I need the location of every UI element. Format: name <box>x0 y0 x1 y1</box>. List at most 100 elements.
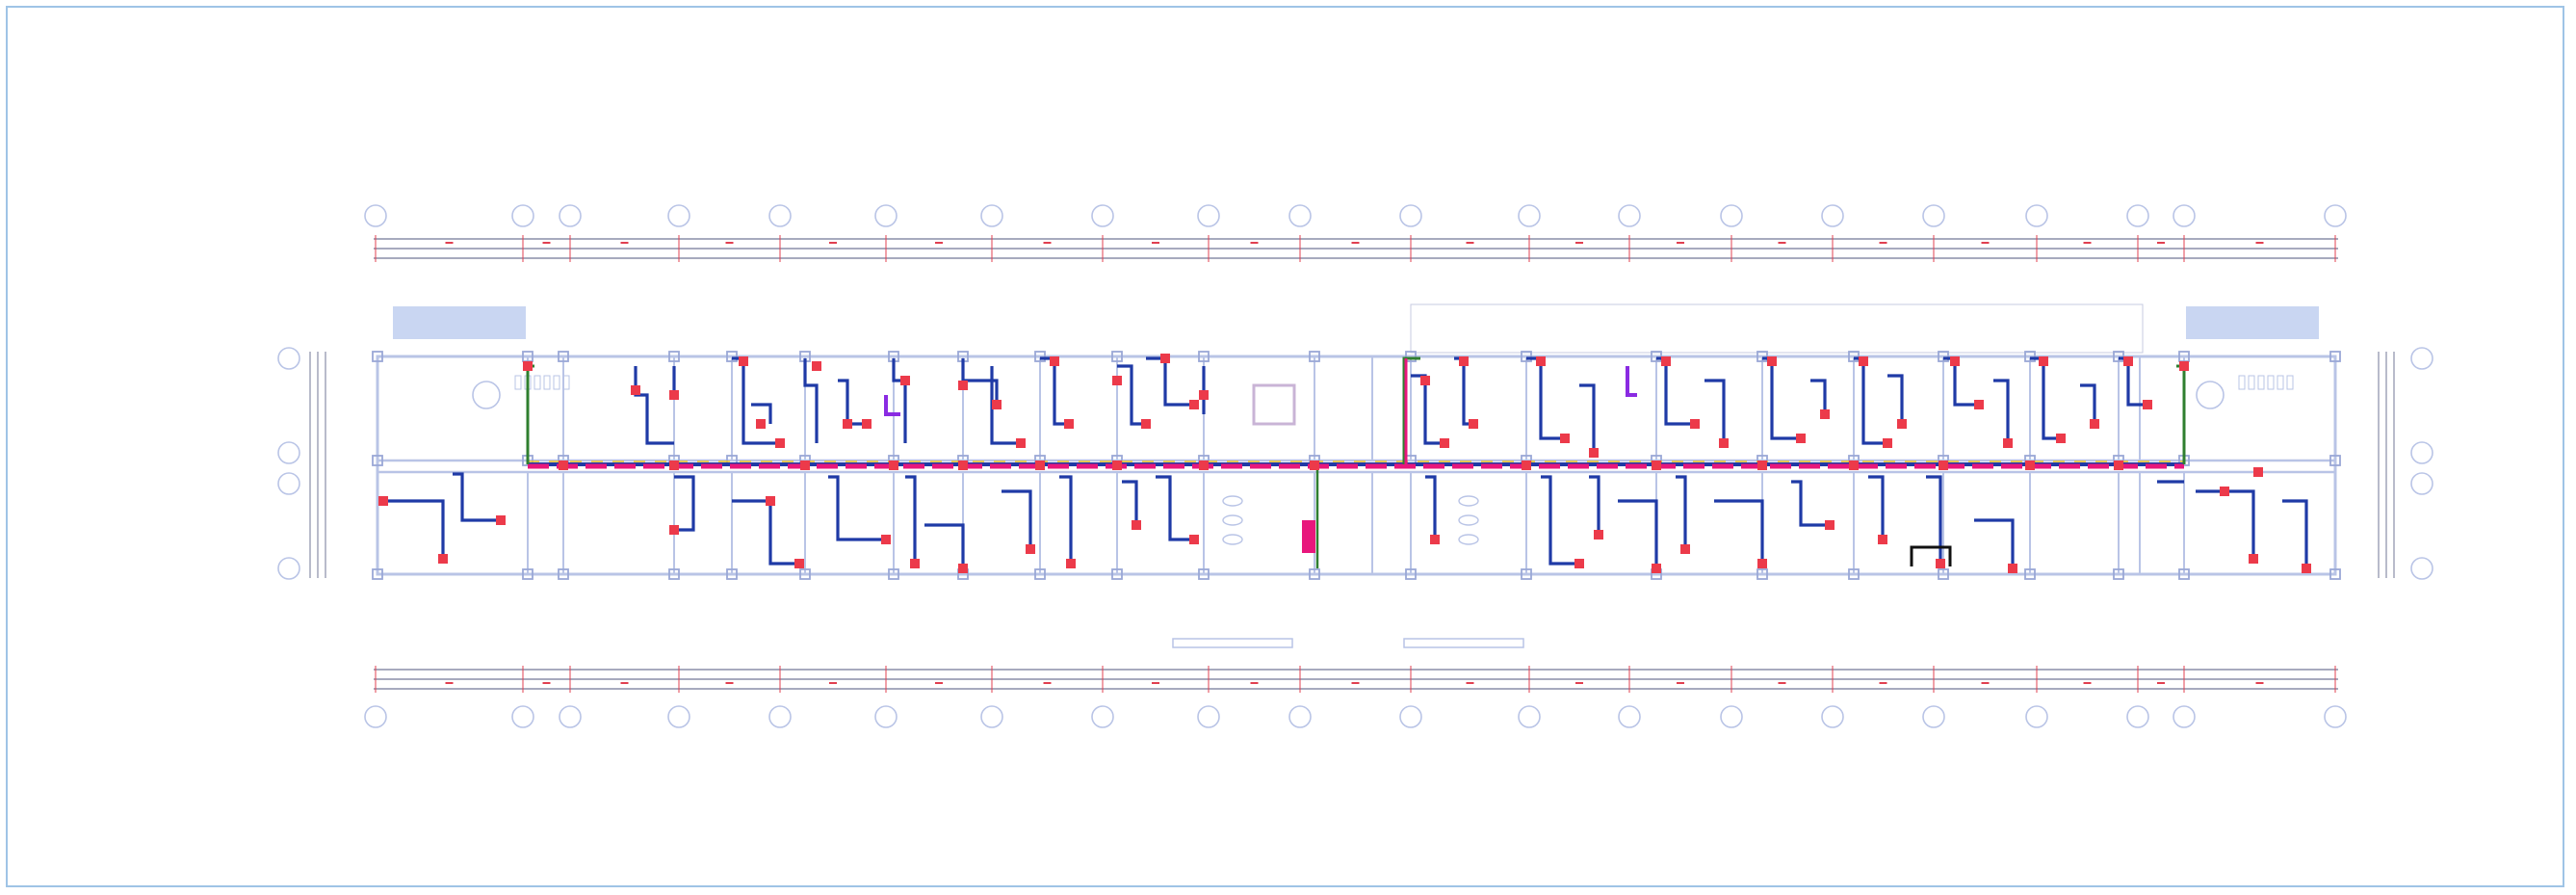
grid-bubble-icon <box>667 204 690 227</box>
branch-circuit <box>892 358 907 443</box>
stall-mark <box>543 375 551 390</box>
grid-bubble-icon <box>277 347 300 370</box>
branch-circuit <box>2080 383 2096 424</box>
column-square <box>1309 351 1320 362</box>
column-square <box>1756 568 1768 580</box>
fixture-icon <box>1222 514 1243 526</box>
branch-circuit <box>383 499 445 559</box>
branch-circuit <box>1868 475 1885 540</box>
column-square <box>1405 351 1417 362</box>
outlet-icon <box>1066 559 1076 568</box>
grid-bubble-icon <box>2324 705 2347 728</box>
stair-block-left <box>393 306 526 339</box>
outlet-icon <box>1132 520 1141 530</box>
branch-circuit <box>453 472 501 522</box>
grid-bubble-icon <box>2126 705 2149 728</box>
branch-circuit <box>1762 356 1801 440</box>
grid-bubble-icon <box>2025 204 2048 227</box>
outlet-icon <box>1189 400 1199 409</box>
outlet-icon <box>992 400 1002 409</box>
outlet-icon <box>900 376 910 385</box>
dimension-mark <box>935 242 943 244</box>
junction-box-icon <box>2114 461 2123 470</box>
column-square <box>372 455 383 466</box>
branch-circuit <box>1810 379 1827 414</box>
dimension-mark <box>1575 242 1583 244</box>
branch-circuit <box>924 523 965 568</box>
electrical-devices <box>378 354 2311 573</box>
branch-circuit-black <box>1910 545 1952 566</box>
branch-circuit <box>1854 356 1887 445</box>
grid-bubble-icon <box>1091 204 1114 227</box>
outlet-icon <box>1469 419 1478 429</box>
outlet-icon <box>2143 400 2152 409</box>
grid-bubble-icon <box>874 204 898 227</box>
column-square <box>1309 568 1320 580</box>
junction-box-icon <box>1849 461 1859 470</box>
branch-circuit <box>1704 379 1726 443</box>
outlet-icon <box>1820 409 1830 419</box>
dimension-mark <box>2157 242 2165 244</box>
junction-box-icon <box>669 461 679 470</box>
outlet-icon <box>756 419 766 429</box>
riser-right <box>2176 364 2186 464</box>
outlet-icon <box>881 535 891 544</box>
dimension-mark <box>1466 242 1474 244</box>
outlet-icon <box>794 559 804 568</box>
branch-circuit-violet <box>884 395 900 416</box>
branch-circuit-violet <box>1626 366 1637 397</box>
grid-bubbles <box>277 204 2433 728</box>
dimension-mark <box>2083 242 2092 244</box>
column-square <box>1034 568 1046 580</box>
grid-bubble-icon <box>1518 204 1541 227</box>
grid-bubble-icon <box>2410 441 2433 464</box>
grid-bubble-icon <box>2410 347 2433 370</box>
column-square <box>1848 568 1860 580</box>
branch-circuit <box>1676 475 1687 549</box>
column-square <box>799 568 811 580</box>
branch-circuit <box>961 358 999 405</box>
outlet-icon <box>1936 559 1945 568</box>
outlet-icon <box>1459 356 1469 366</box>
junction-box-icon <box>800 461 810 470</box>
branch-circuit <box>674 475 695 532</box>
grid-bubble-icon <box>1091 705 1114 728</box>
outlet-icon <box>1574 559 1584 568</box>
dimension-mark <box>2255 682 2264 684</box>
junction-box-icon <box>1652 461 1661 470</box>
outlet-icon <box>1974 400 1984 409</box>
column-square <box>1111 568 1123 580</box>
junction-box-icon <box>559 461 568 470</box>
outlet-icon <box>1796 434 1806 443</box>
outlet-icon <box>438 554 448 564</box>
outlet-icon <box>2302 564 2311 573</box>
grid-bubble-icon <box>980 204 1003 227</box>
grid-bubble-icon <box>559 705 582 728</box>
outlet-icon <box>1652 564 1661 573</box>
outlet-icon <box>2123 356 2133 366</box>
branch-circuit <box>732 499 799 566</box>
grid-bubble-icon <box>1399 204 1422 227</box>
branch-circuit <box>2282 499 2308 568</box>
branch-circuit <box>838 379 867 426</box>
stair-block-right <box>2186 306 2319 339</box>
column-square <box>1034 351 1046 362</box>
outlet-icon <box>1050 356 1059 366</box>
sheet-frame <box>6 6 2564 887</box>
dimension-mark <box>935 682 943 684</box>
outlet-icon <box>1016 438 1026 448</box>
grid-bubble-icon <box>1288 705 1312 728</box>
branch-circuit <box>1791 480 1830 527</box>
dimension-mark <box>1778 242 1786 244</box>
fixture-icon <box>1458 534 1479 545</box>
outlet-icon <box>1719 438 1729 448</box>
outlet-icon <box>1536 356 1546 366</box>
outlet-icon <box>523 361 533 371</box>
outlet-icon <box>1690 419 1700 429</box>
fixture-icon <box>2196 381 2225 409</box>
column-square <box>668 568 680 580</box>
stall-mark <box>2257 375 2265 390</box>
outlet-icon <box>1589 448 1599 458</box>
